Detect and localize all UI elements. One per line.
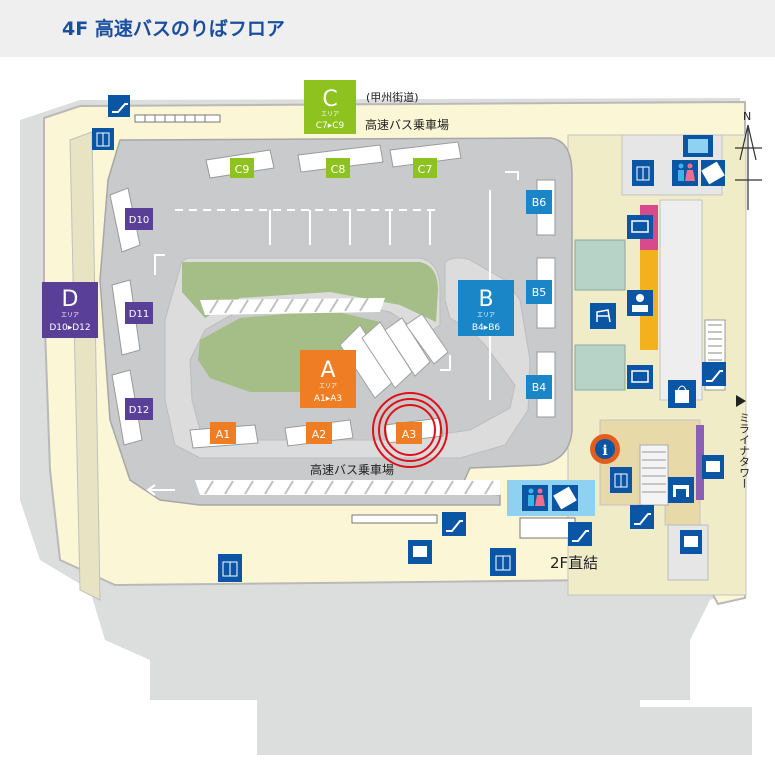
locker-icon[interactable] <box>680 530 702 554</box>
elevator-icon[interactable] <box>490 548 516 576</box>
gate-b4[interactable]: B4 <box>526 375 552 399</box>
green-area-top <box>182 262 438 322</box>
shopping-bag-icon[interactable] <box>668 380 696 408</box>
area-c-letter: C <box>322 87 337 112</box>
elevator-icon[interactable] <box>610 467 632 493</box>
elevator-icon[interactable] <box>218 554 242 582</box>
boarding-area-label-bottom: 高速バス乗車場 <box>310 462 394 477</box>
north-arrow <box>735 124 762 210</box>
gate-c9[interactable]: C9 <box>230 158 254 178</box>
area-d-range: D10▸D12 <box>49 323 90 333</box>
svg-text:B6: B6 <box>532 196 547 209</box>
area-c-word: エリア <box>321 111 339 118</box>
area-b-badge: B エリア B4▸B6 <box>458 280 514 336</box>
gate-d11[interactable]: D11 <box>125 302 153 324</box>
north-label: N <box>743 110 751 123</box>
angled-bays <box>339 313 449 399</box>
screen-icon[interactable] <box>627 215 653 239</box>
area-c-range: C7▸C9 <box>316 121 345 131</box>
locker-icon[interactable] <box>702 455 724 479</box>
svg-text:D11: D11 <box>129 309 149 320</box>
boarding-area-label-top: 高速バス乗車場 <box>365 117 449 132</box>
elevator-icon[interactable] <box>632 160 654 186</box>
gate-b5[interactable]: B5 <box>526 280 552 304</box>
gate-d12[interactable]: D12 <box>125 398 153 420</box>
multipurpose-restroom-icon[interactable] <box>701 160 725 186</box>
escalator-icon[interactable] <box>702 362 726 386</box>
a3-highlight-circle <box>372 392 448 468</box>
area-c-badge: C エリア C7▸C9 <box>304 80 356 134</box>
restroom-icon[interactable] <box>522 485 548 511</box>
elevator-icon[interactable] <box>92 128 114 150</box>
svg-text:B5: B5 <box>532 286 547 299</box>
svg-text:B4: B4 <box>532 381 547 394</box>
area-a-badge: A エリア A1▸A3 <box>300 350 356 408</box>
gate-d10[interactable]: D10 <box>125 208 153 230</box>
area-b-range: B4▸B6 <box>472 323 501 333</box>
header-bar: 4F 高速バスのりばフロア <box>0 0 775 57</box>
direct-link-label: 2F直結 <box>550 554 598 572</box>
restroom-icon[interactable] <box>672 160 698 186</box>
restroom-panel <box>507 480 595 516</box>
area-d-badge: D エリア D10▸D12 <box>42 282 98 338</box>
page-title: 4F 高速バスのりばフロア <box>62 18 285 40</box>
svg-text:A2: A2 <box>312 428 327 441</box>
escalator-icon[interactable] <box>630 505 654 529</box>
information-icon[interactable]: i <box>590 434 620 464</box>
baby-care-icon[interactable] <box>683 135 713 157</box>
gate-b6[interactable]: B6 <box>526 190 552 214</box>
escalator-icon[interactable] <box>442 512 466 536</box>
area-a-letter: A <box>320 358 335 383</box>
gate-c8[interactable]: C8 <box>326 158 350 178</box>
area-d-letter: D <box>62 287 79 312</box>
svg-text:C8: C8 <box>331 163 346 176</box>
gate-a3[interactable]: A3 <box>396 422 422 444</box>
svg-text:D12: D12 <box>129 405 149 416</box>
street-label: (甲州街道) <box>366 90 419 104</box>
area-a-range: A1▸A3 <box>314 394 342 404</box>
gate-a1[interactable]: A1 <box>210 422 236 444</box>
svg-text:D10: D10 <box>129 215 149 226</box>
tower-label: ミライナタワー <box>738 412 751 489</box>
svg-text:A3: A3 <box>402 428 417 441</box>
svg-text:C7: C7 <box>418 163 433 176</box>
svg-text:C9: C9 <box>235 163 250 176</box>
multipurpose-restroom-icon[interactable] <box>552 485 578 511</box>
screen-icon[interactable] <box>627 365 653 389</box>
tower-arrow <box>736 395 746 407</box>
seating-icon[interactable] <box>590 303 616 329</box>
ticket-office-icon[interactable] <box>627 290 653 316</box>
gate-a2[interactable]: A2 <box>306 422 332 444</box>
escalator-icon[interactable] <box>568 522 592 546</box>
area-b-letter: B <box>478 287 493 312</box>
left-wall <box>69 131 101 601</box>
gate-c7[interactable]: C7 <box>413 158 437 178</box>
shop-icon[interactable] <box>668 477 694 503</box>
area-b-word: エリア <box>477 312 495 319</box>
area-d-word: エリア <box>61 312 79 319</box>
escalator-icon[interactable] <box>108 95 130 117</box>
area-a-word: エリア <box>319 383 337 390</box>
crosswalk-lower <box>195 480 500 495</box>
locker-icon[interactable] <box>408 540 432 564</box>
svg-text:A1: A1 <box>216 428 231 441</box>
svg-text:i: i <box>602 443 607 459</box>
